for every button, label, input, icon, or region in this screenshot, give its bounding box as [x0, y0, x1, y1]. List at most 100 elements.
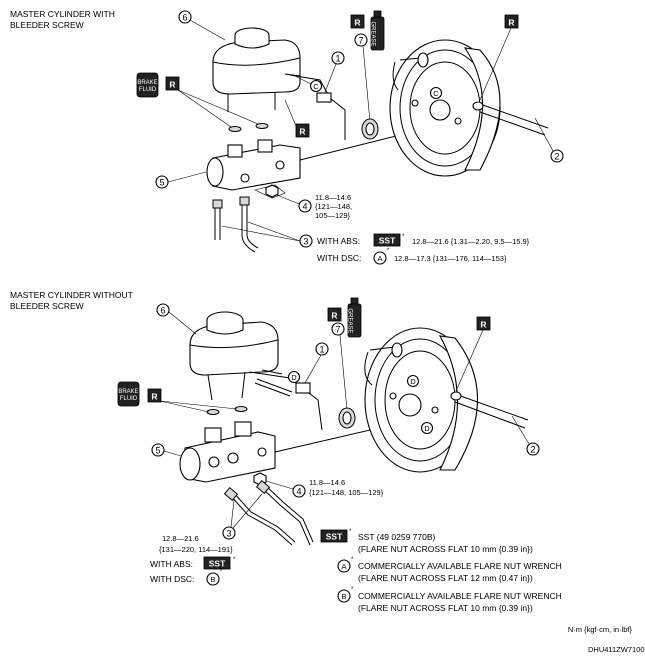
reservoir-top [212, 27, 301, 132]
svg-text:7: 7 [358, 36, 363, 46]
top-title-line1: MASTER CYLINDER WITH [10, 9, 115, 19]
svg-text:7: 7 [335, 325, 340, 335]
svg-text:A: A [341, 562, 346, 571]
svg-text:D: D [424, 424, 430, 433]
legend-sst-line1: SST (49 0259 770B) [358, 532, 436, 542]
r-marker-seals-top: R [165, 76, 180, 91]
callout-1-top [331, 51, 345, 65]
callout-2-bottom [526, 442, 540, 456]
torque-3-bottom-line1: 12.8—21.6 [162, 534, 199, 543]
legend-a-line1: COMMERCIALLY AVAILABLE FLARE NUT WRENCH [358, 561, 562, 571]
svg-text:D: D [410, 377, 416, 386]
svg-text:R: R [169, 80, 175, 90]
svg-text:4: 4 [296, 487, 301, 497]
svg-text:*: * [387, 248, 390, 254]
brake-fluid-icon: BRAKE FLUID [136, 72, 159, 98]
svg-text:5: 5 [155, 446, 160, 456]
legend-b-line1: COMMERCIALLY AVAILABLE FLARE NUT WRENCH [358, 591, 562, 601]
connector-bottom [295, 382, 311, 394]
svg-text:SST: SST [209, 559, 226, 569]
legend-a-line2: (FLARE NUT ACROSS FLAT 12 mm {0.47 in}) [358, 573, 533, 583]
svg-text:C: C [433, 89, 439, 98]
svg-text:3: 3 [226, 529, 231, 539]
b-marker-bottom [206, 572, 220, 586]
callout-4-top [298, 199, 312, 213]
top-with-dsc-torque: 12.8—17.3 {131—176, 114—153} [394, 254, 507, 263]
callout-7-bottom [331, 322, 345, 336]
r-marker-grease-top: R [350, 14, 365, 29]
bottom-with-abs-label: WITH ABS: [150, 559, 193, 569]
torque-4-top-line3: 105—129} [315, 211, 351, 220]
torque-4-top-line1: 11.8—14.6 [315, 193, 351, 202]
brake-pipes-top [212, 196, 259, 253]
brake-fluid-icon-bottom: BRAKE FLUID [117, 381, 140, 407]
legend-b-marker [337, 589, 351, 603]
top-with-dsc-label: WITH DSC: [317, 253, 361, 263]
svg-text:*: * [402, 234, 405, 240]
callout-3-bottom [222, 526, 236, 540]
bottom-with-dsc-label: WITH DSC: [150, 574, 194, 584]
d-marker-booster-1 [406, 374, 420, 388]
svg-text:*: * [351, 587, 354, 593]
svg-text:R: R [354, 18, 360, 28]
grease-can-icon-bottom: GREASE [347, 297, 362, 338]
svg-text:SST: SST [379, 236, 396, 246]
svg-text:D: D [291, 373, 297, 382]
svg-text:*: * [351, 557, 354, 563]
bottom-title-line1: MASTER CYLINDER WITHOUT [10, 290, 133, 300]
r-marker-top-pipe: R [295, 123, 310, 138]
svg-text:2: 2 [530, 445, 535, 455]
svg-text:R: R [480, 320, 486, 330]
torque-4-bottom-line2: {121—148, 105—129} [309, 488, 384, 497]
callout-6-bottom [156, 303, 170, 317]
svg-text:1: 1 [335, 54, 340, 64]
top-title-line2: BLEEDER SCREW [10, 20, 84, 30]
svg-text:1: 1 [319, 345, 324, 355]
legend-sst-line2: (FLARE NUT ACROSS FLAT 10 mm {0.39 in}) [358, 544, 533, 554]
svg-text:3: 3 [303, 237, 308, 247]
svg-text:2: 2 [554, 152, 559, 162]
svg-text:A: A [377, 254, 382, 263]
connector-top [316, 92, 332, 103]
callout-5-bottom [151, 443, 165, 457]
svg-text:C: C [313, 82, 319, 91]
legend-b-line2: (FLARE NUT ACROSS FLAT 10 mm {0.39 in}) [358, 603, 533, 613]
reservoir-bottom [189, 311, 279, 415]
callout-2-top [550, 149, 564, 163]
svg-text:6: 6 [182, 13, 187, 23]
svg-text:BRAKE: BRAKE [137, 80, 157, 86]
figure-code: DHU411ZW7100 [588, 645, 645, 654]
r-marker-booster-top: R [504, 14, 519, 29]
svg-text:*: * [349, 529, 352, 535]
c-marker-top-nut [309, 79, 323, 93]
top-with-abs-label: WITH ABS: [317, 236, 360, 246]
svg-text:BRAKE: BRAKE [118, 389, 138, 395]
svg-text:R: R [331, 311, 337, 321]
legend-a-marker [337, 559, 351, 573]
svg-text:GREASE: GREASE [347, 308, 353, 333]
legend-sst-marker: SST [320, 529, 348, 543]
sst-marker-top: SST [373, 233, 401, 247]
svg-text:5: 5 [159, 178, 164, 188]
svg-text:B: B [210, 575, 215, 584]
grease-can-icon-top: GREASE [370, 10, 385, 51]
callout-4-bottom [292, 484, 306, 498]
svg-text:FLUID: FLUID [139, 87, 157, 93]
torque-3-bottom-line2: {131—220, 114—191} [159, 545, 233, 554]
svg-text:4: 4 [302, 202, 307, 212]
legend: SST * SST (49 0259 770B) (FLARE NUT ACRO… [320, 529, 562, 613]
svg-text:R: R [508, 18, 514, 28]
torque-4-top-line2: {121—148, [315, 202, 352, 211]
sst-marker-bottom: SST [203, 556, 231, 570]
svg-text:*: * [220, 569, 223, 575]
svg-text:R: R [299, 127, 305, 137]
c-marker-top-booster [429, 86, 443, 100]
a-marker-top [373, 251, 387, 265]
bottom-title-line2: BLEEDER SCREW [10, 301, 84, 311]
torque-4-bottom-line1: 11.8—14.6 [309, 478, 345, 487]
callout-7-top [354, 33, 368, 47]
svg-text:6: 6 [160, 306, 165, 316]
brake-booster-bottom [364, 327, 529, 473]
